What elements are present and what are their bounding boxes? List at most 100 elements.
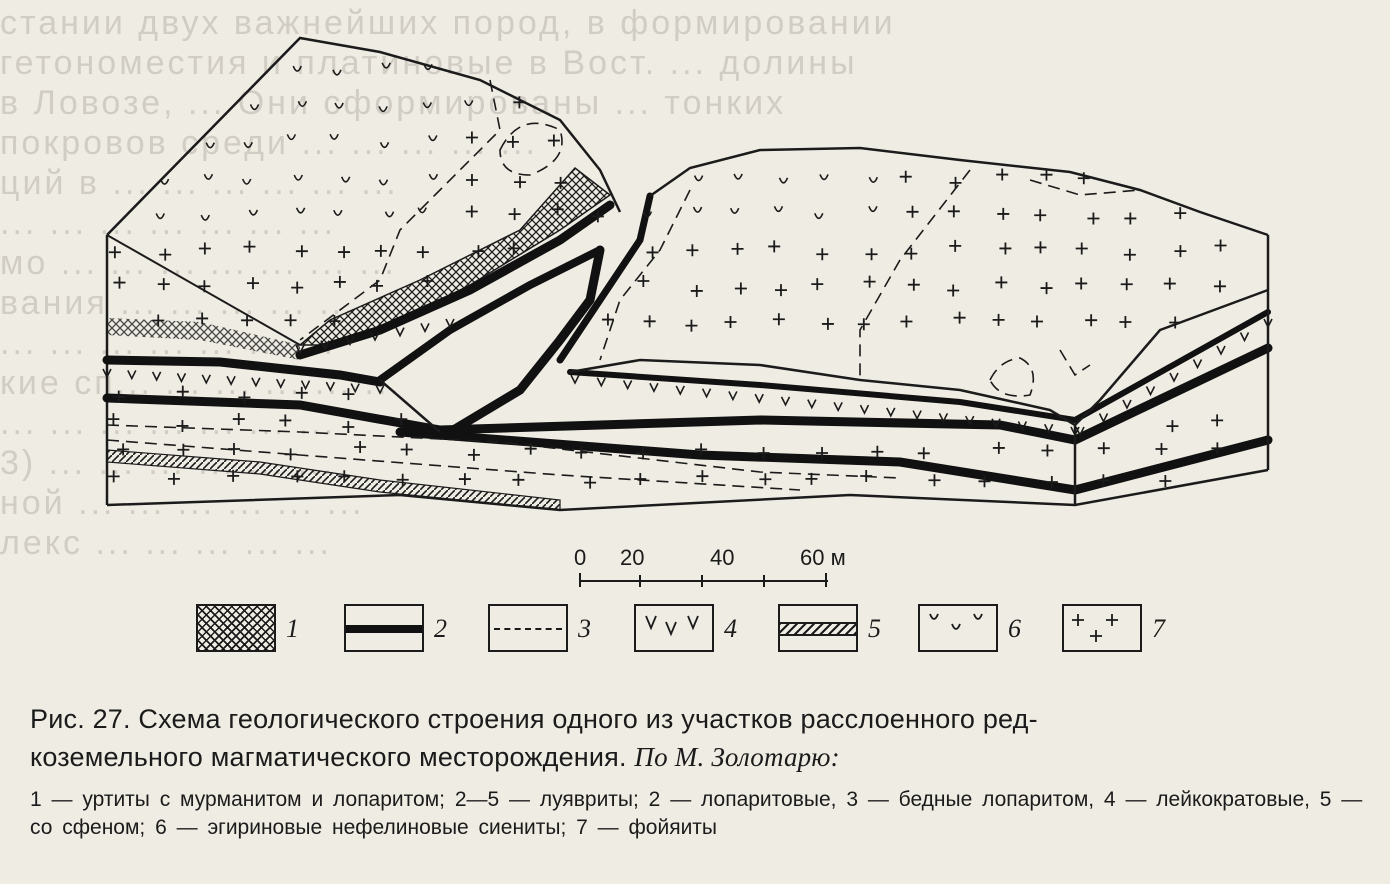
u-mark [423,64,433,71]
plus-mark [768,240,781,253]
legend-num: 6 [1008,614,1021,643]
plus-mark [196,312,209,325]
plus-mark [637,275,650,288]
u-mark [773,206,784,213]
u-mark [329,133,339,140]
u-mark [203,173,214,180]
legend-explanation: 1 — уртиты с мурманитом и лопаритом; 2—5… [30,788,1373,839]
u-mark [340,176,351,183]
u-mark [200,214,211,221]
figure-caption: Рис. 27. Схема геологического строения о… [30,700,1370,842]
v-mark [938,412,949,424]
v-mark [251,377,261,388]
plus-mark [1174,207,1187,220]
plus-mark [995,276,1008,289]
plus-mark [1097,442,1110,455]
bleed-line: стании двух важнейших пород, в формирова… [0,4,896,42]
plus-mark [947,205,960,218]
plus-mark [421,275,434,288]
scale-tick-0: 0 [574,545,587,570]
v-mark [1239,332,1250,343]
plus-mark [113,276,126,289]
plus-mark [905,247,918,260]
plus-mark [695,443,708,456]
v-mark [395,327,405,338]
legend-num: 7 [1152,614,1165,643]
u-mark [333,209,343,216]
v-mark [420,322,430,334]
caption-line-2-author: По М. Золотарю: [634,742,840,772]
v-mark [912,410,922,421]
plus-mark [395,413,408,426]
plus-mark [634,473,647,486]
u-mark [249,104,260,111]
plus-mark [338,246,351,259]
plus-mark [863,275,876,288]
plus-mark [1097,474,1110,487]
v-mark [1122,399,1132,410]
plus-mark [1034,209,1047,222]
plus-mark [513,96,526,109]
plus-mark [238,391,251,404]
scale-tick-20: 20 [620,545,645,570]
plus-mark [295,386,308,399]
plus-mark [108,246,121,259]
legend-num: 5 [868,614,881,643]
v-mark [859,404,870,415]
urtite-crosshatch-band [297,166,612,346]
plus-mark [279,414,292,427]
caption-line-2-plain: коземельного магматического месторождени… [30,742,635,772]
v-mark [886,407,896,418]
u-mark [384,211,395,218]
plus-mark [1163,277,1176,290]
bleed-line: гетономестия и платиновые в Вост. ... до… [0,44,858,82]
plus-mark [999,242,1012,255]
plus-mark [1040,282,1053,295]
leucocratic-v-strip [102,318,1273,437]
plus-mark [284,314,297,327]
u-mark [205,142,215,149]
plus-mark [506,135,519,148]
v-mark [1043,423,1054,435]
v-mark [807,399,817,410]
plus-mark-fill [107,96,1227,489]
legend: 1 2 3 4 5 6 7 [196,604,1196,660]
plus-mark [232,413,245,426]
sphene-hatched-band [106,449,561,511]
v-mark [833,402,843,413]
v-mark [370,331,380,342]
plus-mark [1124,212,1137,225]
u-mark [428,135,438,142]
u-mark [693,175,704,182]
v-mark [151,371,162,382]
plus-mark [997,207,1010,220]
u-mark [463,100,474,107]
plus-mark [246,277,259,290]
plus-mark [198,242,211,255]
legend-swatch-v-marks [634,604,714,652]
plus-mark [227,469,240,482]
plus-mark [575,446,588,459]
v-mark [1192,359,1203,370]
plus-mark [860,470,873,482]
v-mark [226,375,236,387]
plus-mark [1155,443,1168,456]
plus-mark [1087,212,1100,225]
plus-mark [996,168,1009,181]
plus-mark [900,315,913,328]
plus-mark [805,472,818,485]
plus-mark [1075,277,1088,290]
plus-mark [291,470,304,483]
u-mark [292,65,302,72]
plus-mark [152,314,165,327]
bleed-line: ... ... ... ... ... ... ... [0,404,337,442]
scale-tick-40: 40 [710,545,735,570]
v-mark [295,344,305,355]
u-mark [428,173,439,180]
v-mark [1216,345,1226,356]
plus-mark [643,315,656,328]
plus-mark [584,476,597,489]
bleed-line: ций в ... ... ... ... ... ... [0,164,399,202]
plus-mark [1120,278,1133,291]
v-mark [1017,421,1028,432]
